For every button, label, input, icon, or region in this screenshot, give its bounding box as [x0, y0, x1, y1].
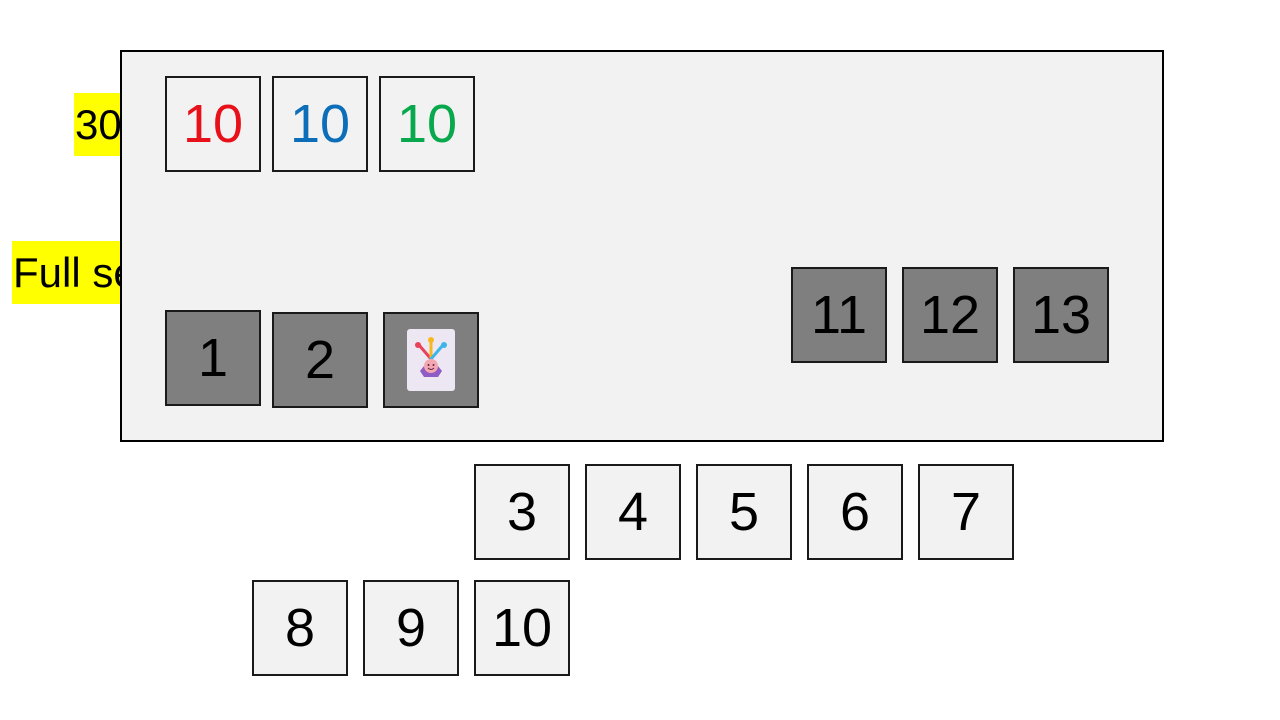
rack-tile-9[interactable]: 9 — [363, 580, 459, 676]
rack-tile-6[interactable]: 6 — [807, 464, 903, 560]
set-tile-1[interactable]: 1 — [165, 310, 261, 406]
set-tile-12[interactable]: 12 — [902, 267, 998, 363]
rack-tile-5[interactable]: 5 — [696, 464, 792, 560]
meld-total-label: 30 — [74, 93, 123, 156]
meld-tile-red[interactable]: 10 — [165, 76, 261, 172]
rack-tile-8[interactable]: 8 — [252, 580, 348, 676]
rack-tile-3[interactable]: 3 — [474, 464, 570, 560]
rack-tile-10[interactable]: 10 — [474, 580, 570, 676]
meld-tile-blue[interactable]: 10 — [272, 76, 368, 172]
set-tile-2[interactable]: 2 — [272, 312, 368, 408]
joker-icon — [407, 329, 455, 391]
rack-tile-7[interactable]: 7 — [918, 464, 1014, 560]
joker-tile[interactable] — [383, 312, 479, 408]
set-tile-13[interactable]: 13 — [1013, 267, 1109, 363]
rack-tile-4[interactable]: 4 — [585, 464, 681, 560]
set-tile-11[interactable]: 11 — [791, 267, 887, 363]
meld-tile-green[interactable]: 10 — [379, 76, 475, 172]
